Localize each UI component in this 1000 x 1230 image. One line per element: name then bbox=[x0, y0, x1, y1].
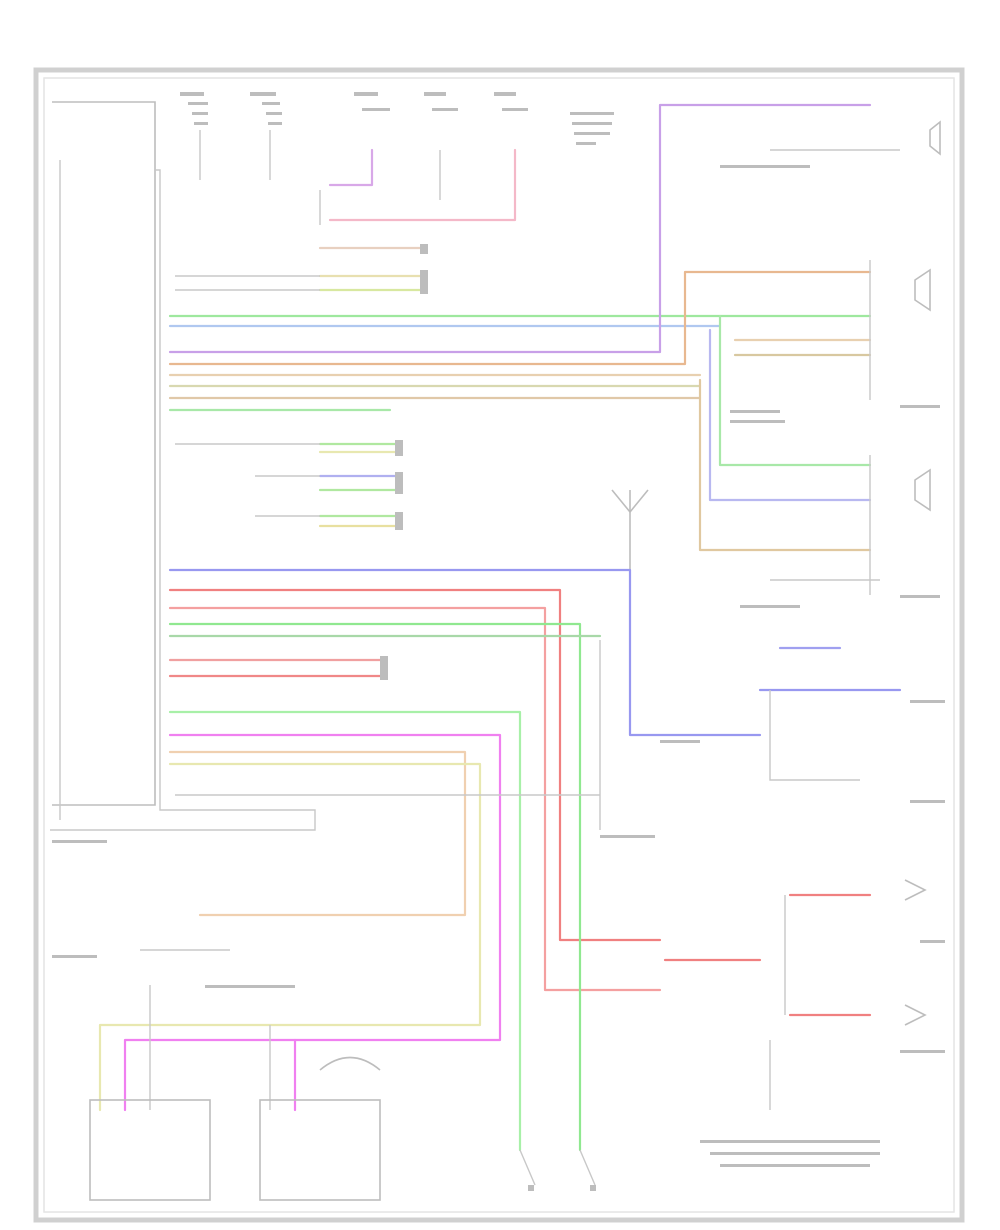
bottom-switches bbox=[519, 1149, 596, 1191]
connector-row-1 bbox=[175, 244, 428, 294]
main-harness bbox=[168, 103, 872, 412]
label-marks bbox=[52, 165, 945, 1167]
diagram-frame bbox=[33, 67, 965, 1223]
fuse-block-top bbox=[180, 92, 614, 180]
diagram-inner-frame bbox=[43, 77, 955, 1213]
power-feed-wires bbox=[319, 148, 517, 225]
right-components bbox=[698, 120, 941, 595]
antenna bbox=[168, 489, 762, 737]
control-unit bbox=[50, 101, 316, 831]
left-lower-switches bbox=[89, 949, 381, 1201]
connector-row-2 bbox=[175, 440, 403, 530]
right-lower-module bbox=[663, 646, 927, 1110]
lower-harness bbox=[98, 588, 662, 1152]
